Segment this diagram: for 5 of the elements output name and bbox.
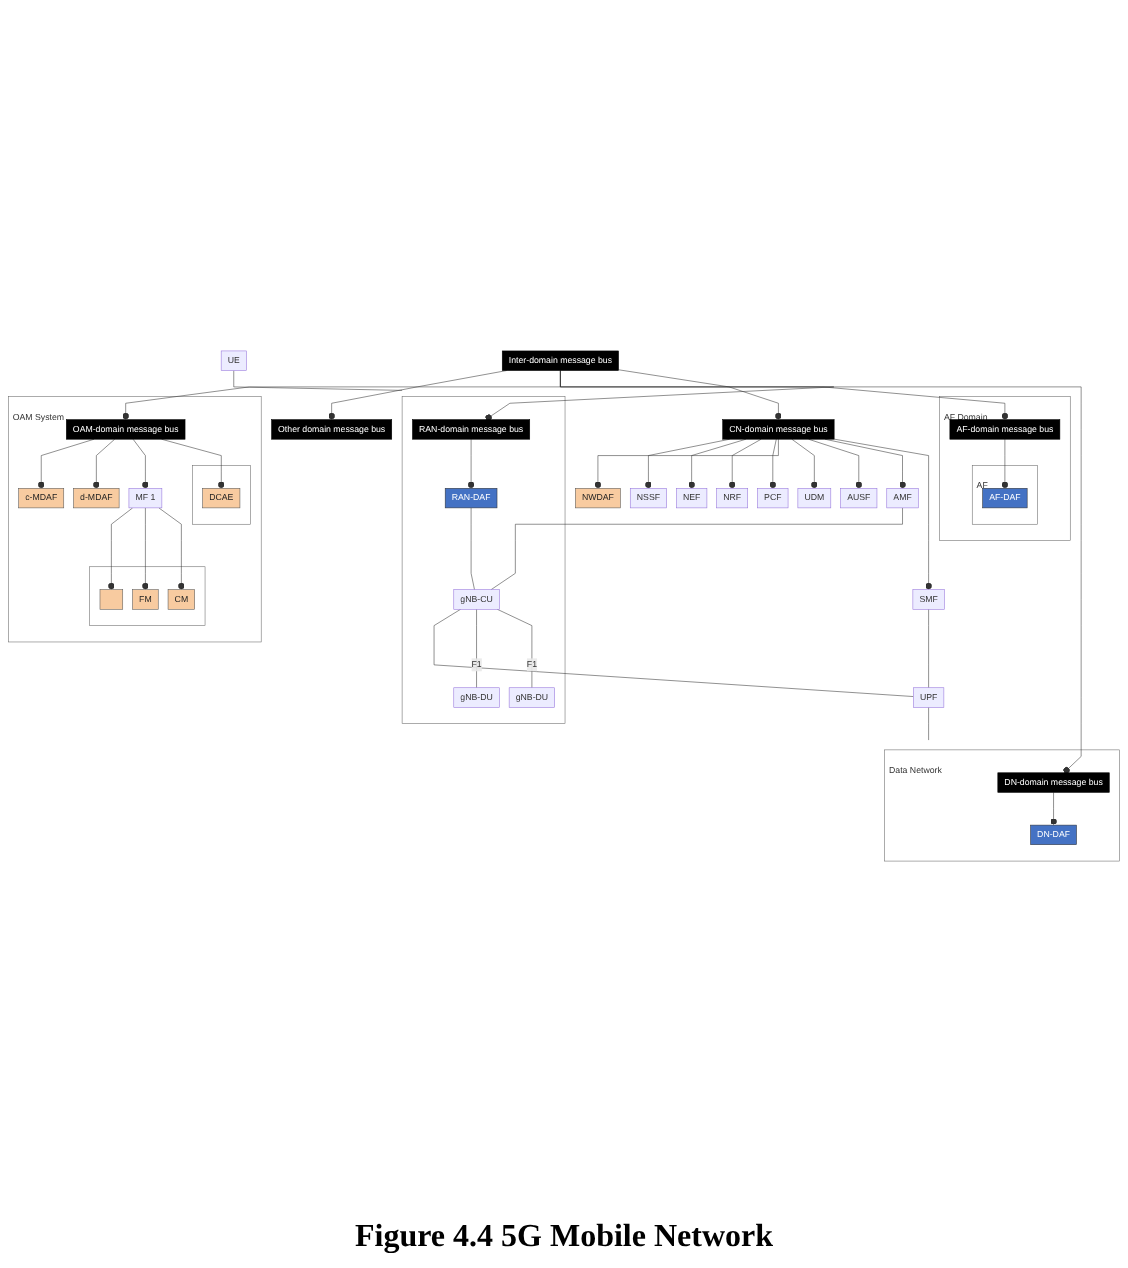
node-box	[99, 589, 124, 610]
figure-caption: Figure 4.4 5G Mobile Network	[354, 1218, 773, 1258]
connector	[233, 370, 403, 391]
connector	[433, 609, 914, 697]
connector	[490, 507, 903, 590]
